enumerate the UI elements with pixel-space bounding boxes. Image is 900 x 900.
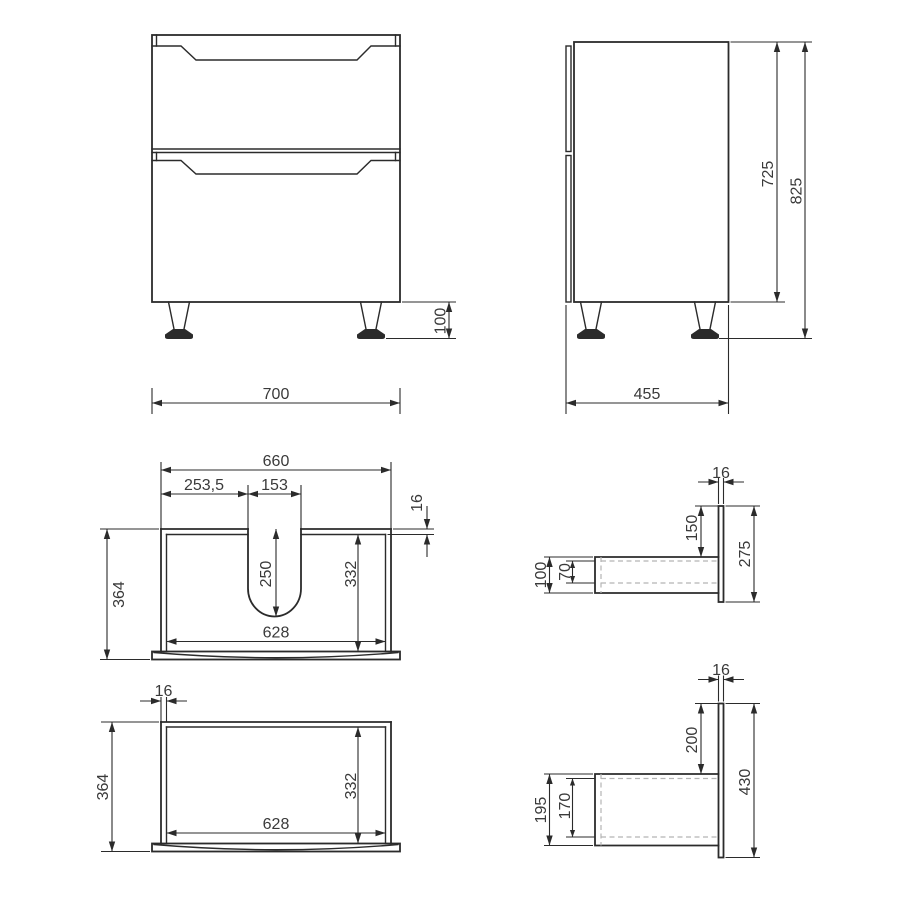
- extension-lines: [565, 305, 730, 414]
- dim-label-plan2-inner-width: 628: [263, 816, 290, 833]
- side-walls-inner: [165, 726, 387, 845]
- dim-label-sec1-box-inner-height: 70: [557, 563, 574, 581]
- dim-label-plan1-overall-width: 660: [263, 453, 290, 470]
- siphon-cutout: [247, 528, 302, 618]
- side-walls-outer: [160, 721, 392, 845]
- dim-sec1-front-thickness: 16: [698, 465, 744, 504]
- side-left-foot: [577, 329, 605, 339]
- extension-lines: [160, 462, 392, 529]
- top-drawer-section-view: 16 150 275 100 70: [533, 465, 760, 603]
- cabinet-side-outline: [573, 41, 730, 303]
- curved-front-edge: [153, 651, 399, 659]
- top-drawer-corner-ticks: [155, 34, 397, 47]
- dim-side-body-height: 725: [730, 41, 812, 303]
- dim-plan1-cutout-width: 153: [248, 477, 301, 498]
- dim-label-sec1-front-thickness: 16: [712, 465, 730, 482]
- front-view: 700 100: [151, 34, 456, 414]
- dim-plan1-cutout-depth: 250: [258, 529, 280, 617]
- dim-sec2-front-top-offset: 200: [684, 702, 719, 774]
- top-drawer-handle-groove: [151, 45, 401, 61]
- drawer-front-panel: [717, 702, 725, 859]
- dim-label-sec2-front-thickness: 16: [712, 662, 730, 679]
- front-left-foot: [165, 329, 193, 339]
- side-walls-inner: [165, 533, 387, 653]
- dim-label-plan1-overall-depth: 364: [111, 581, 128, 608]
- drawer-divider-gap: [151, 148, 401, 154]
- hidden-bottom-panel-edges: [601, 777, 719, 838]
- bottom-drawer-front-edge: [565, 154, 572, 303]
- side-left-leg: [579, 301, 603, 330]
- front-left-leg: [167, 301, 191, 330]
- dim-plan2-overall-depth: 364: [95, 721, 159, 853]
- extension-lines: [387, 528, 434, 536]
- top-drawer-plan-view: 660 253,5 153 16 364 250 332: [100, 453, 434, 661]
- bottom-drawer-handle-groove: [151, 159, 401, 175]
- dim-label-plan2-wall-thickness: 16: [155, 683, 173, 700]
- dim-plan1-overall-depth: 364: [100, 528, 159, 661]
- dim-sec2-box-inner-height: 170: [557, 777, 595, 838]
- dim-label-sec2-box-inner-height: 170: [557, 793, 574, 820]
- dim-sec1-front-top-offset: 150: [684, 505, 719, 557]
- front-panel-base: [151, 842, 401, 853]
- dim-sec1-front-height: 275: [725, 505, 760, 603]
- dim-label-plan2-inner-depth: 332: [343, 773, 360, 800]
- dim-label-sec1-front-height: 275: [737, 541, 754, 568]
- dim-plan1-inner-width: 628: [166, 625, 386, 645]
- dim-label-plan1-inner-width: 628: [263, 625, 290, 642]
- dim-label-plan1-cutout-offset: 253,5: [184, 477, 224, 494]
- dim-label-plan1-cutout-width: 153: [261, 477, 288, 494]
- dim-label-sec1-box-height: 100: [533, 562, 550, 589]
- side-right-leg: [693, 301, 717, 330]
- dim-label-side-depth: 455: [634, 386, 661, 403]
- dim-label-side-body-height: 725: [760, 161, 777, 188]
- dim-label-front-width: 700: [263, 386, 290, 403]
- dim-label-sec2-box-height: 195: [533, 797, 550, 824]
- extension-lines: [100, 528, 159, 661]
- dim-sec2-front-height: 430: [725, 702, 760, 859]
- drawer-front-panel: [717, 505, 725, 603]
- dim-sec1-box-height: 100: [533, 556, 593, 594]
- dim-plan2-inner-depth: 332: [343, 727, 362, 844]
- dim-plan2-inner-width: 628: [166, 816, 386, 837]
- top-drawer-front-edge: [565, 45, 572, 153]
- dim-label-side-total-height: 825: [789, 178, 806, 205]
- dim-plan1-panel-thickness: 16: [387, 494, 434, 557]
- dim-label-sec2-front-top-offset: 200: [684, 727, 701, 754]
- cabinet-outline: [151, 34, 401, 303]
- side-walls-outer: [160, 528, 392, 653]
- extension-lines: [717, 675, 725, 702]
- bottom-drawer-corner-ticks: [155, 151, 397, 162]
- dim-label-plan1-inner-depth: 332: [343, 561, 360, 588]
- dim-sec2-box-height: 195: [533, 773, 593, 847]
- extension-lines: [730, 41, 812, 303]
- dim-side-total-height: 825: [719, 42, 812, 340]
- front-right-foot: [357, 329, 385, 339]
- side-view: 725 825 455: [565, 41, 812, 414]
- extension-lines: [160, 697, 168, 722]
- side-right-foot: [691, 329, 719, 339]
- bottom-drawer-plan-view: 16 364 332 628: [95, 683, 401, 853]
- dim-label-plan2-overall-depth: 364: [95, 774, 112, 801]
- front-panel-base: [151, 650, 401, 661]
- dim-label-front-leg-height: 100: [433, 308, 450, 335]
- hidden-bottom-panel-edges: [601, 560, 719, 584]
- dim-label-sec1-front-top-offset: 150: [684, 515, 701, 542]
- drawer-box-outline: [594, 556, 720, 594]
- dim-front-width: 700: [151, 386, 401, 414]
- dim-front-leg-height: 100: [386, 301, 456, 340]
- drawer-box-outline: [594, 773, 720, 847]
- front-right-leg: [359, 301, 383, 330]
- dim-sec2-front-thickness: 16: [698, 662, 744, 702]
- dim-plan2-wall-thickness: 16: [140, 683, 187, 722]
- bottom-drawer-section-view: 16 200 430 195 170: [533, 662, 760, 859]
- curved-front-edge: [153, 843, 399, 851]
- dim-label-plan1-cutout-depth: 250: [258, 561, 275, 588]
- dim-label-sec2-front-height: 430: [737, 769, 754, 796]
- dim-label-plan1-panel-thickness: 16: [409, 494, 426, 512]
- dim-sec1-box-inner-height: 70: [557, 560, 595, 584]
- dim-side-depth: 455: [565, 305, 730, 414]
- dim-plan1-inner-depth: 332: [343, 534, 362, 652]
